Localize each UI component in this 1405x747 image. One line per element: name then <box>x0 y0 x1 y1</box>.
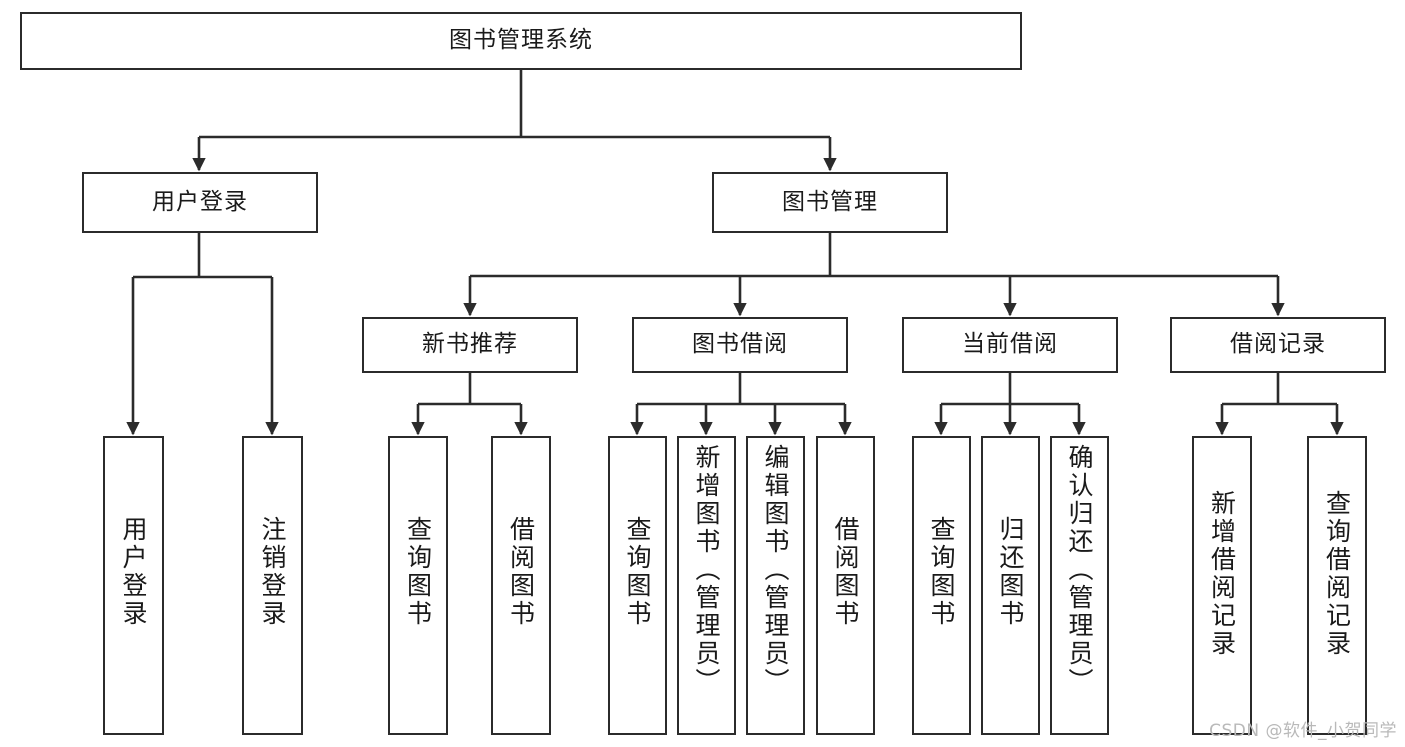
node-leaf-borrow-book[interactable]: 借阅图书 <box>816 436 875 735</box>
node-leaf-user-login[interactable]: 用户登录 <box>103 436 164 735</box>
node-label: 新增借阅记录 <box>1207 490 1237 658</box>
node-label: 当前借阅 <box>962 331 1058 358</box>
node-user-login[interactable]: 用户登录 <box>82 172 318 233</box>
node-label: 编辑图书（管理员） <box>761 444 790 696</box>
node-label: 图书管理系统 <box>449 27 593 54</box>
node-current-borrow[interactable]: 当前借阅 <box>902 317 1118 373</box>
node-borrow-record[interactable]: 借阅记录 <box>1170 317 1386 373</box>
node-label: 查询图书 <box>623 516 652 628</box>
node-leaf-logout[interactable]: 注销登录 <box>242 436 303 735</box>
node-leaf-query-book-current[interactable]: 查询图书 <box>912 436 971 735</box>
node-root-book-management-system[interactable]: 图书管理系统 <box>20 12 1022 70</box>
node-leaf-edit-book[interactable]: 编辑图书（管理员） <box>746 436 805 735</box>
node-label: 查询借阅记录 <box>1322 490 1352 658</box>
node-label: 查询图书 <box>403 516 433 628</box>
node-label: 新增图书（管理员） <box>692 444 721 696</box>
node-label: 确认归还（管理员） <box>1065 444 1094 696</box>
node-leaf-add-book[interactable]: 新增图书（管理员） <box>677 436 736 735</box>
node-leaf-borrow-book-recommend[interactable]: 借阅图书 <box>491 436 551 735</box>
node-leaf-query-book-borrow[interactable]: 查询图书 <box>608 436 667 735</box>
node-label: 归还图书 <box>996 516 1025 628</box>
node-label: 借阅记录 <box>1230 331 1326 358</box>
node-label: 用户登录 <box>119 516 148 628</box>
node-leaf-query-borrow-record[interactable]: 查询借阅记录 <box>1307 436 1367 735</box>
node-new-book-recommend[interactable]: 新书推荐 <box>362 317 578 373</box>
node-label: 注销登录 <box>258 516 287 628</box>
node-label: 图书管理 <box>782 188 878 215</box>
node-label: 用户登录 <box>152 188 248 215</box>
csdn-watermark: CSDN @软件_小贺同学 <box>1209 721 1397 741</box>
node-label: 新书推荐 <box>422 331 518 358</box>
node-label: 借阅图书 <box>831 516 860 628</box>
node-book-borrow[interactable]: 图书借阅 <box>632 317 848 373</box>
node-leaf-confirm-return[interactable]: 确认归还（管理员） <box>1050 436 1109 735</box>
node-label: 查询图书 <box>927 516 956 628</box>
node-book-management[interactable]: 图书管理 <box>712 172 948 233</box>
node-label: 图书借阅 <box>692 331 788 358</box>
node-leaf-add-borrow-record[interactable]: 新增借阅记录 <box>1192 436 1252 735</box>
node-label: 借阅图书 <box>506 516 536 628</box>
node-leaf-return-book[interactable]: 归还图书 <box>981 436 1040 735</box>
node-leaf-query-book-recommend[interactable]: 查询图书 <box>388 436 448 735</box>
